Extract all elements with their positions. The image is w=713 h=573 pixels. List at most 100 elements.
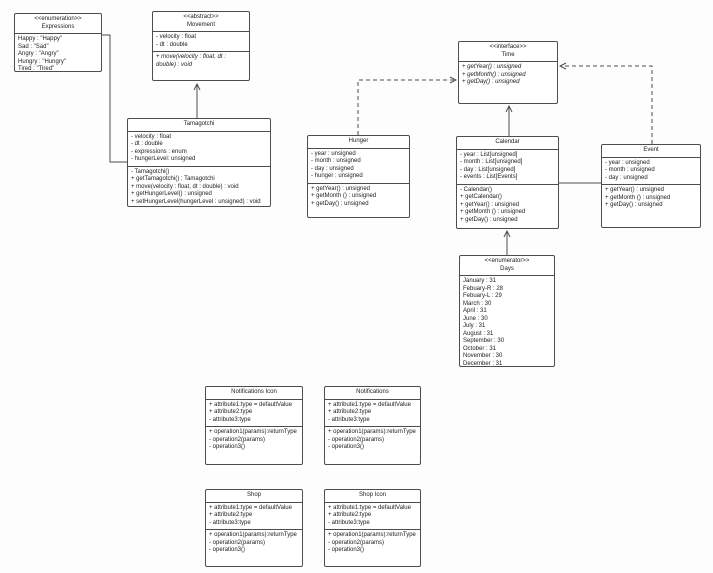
member-row: - day : unsigned — [311, 165, 354, 172]
class-box-notifications[interactable]: Notifications+ attribute1:type = default… — [324, 386, 421, 465]
class-header: Hunger — [308, 136, 409, 149]
member-row: + attribute2:type — [209, 409, 253, 415]
class-name: Tamagotchi — [183, 121, 215, 127]
member-row: September : 30 — [463, 338, 505, 344]
class-header: Shop Icon — [325, 490, 420, 503]
class-section: + attribute1:type = defaultValue+ attrib… — [325, 503, 420, 530]
member-row: + attribute1:type = defaultValue — [328, 504, 411, 511]
member-row: + getYear() : unsigned — [462, 64, 522, 70]
class-header: <<enumerator>>Days — [460, 256, 554, 276]
member-row: + getHungerLevel() : unsigned — [131, 191, 212, 197]
class-header: <<enumeration>>Expressions — [15, 14, 101, 34]
class-box-movement[interactable]: <<abstract>>Movement- velocity : float- … — [152, 11, 250, 81]
member-row: + getDay() : unsigned — [462, 79, 520, 85]
class-header: <<abstract>>Movement — [153, 12, 249, 32]
class-section: - Tamagotchi()+ getTamagotchi() : Tamago… — [128, 167, 270, 207]
class-section: + getYear() : unsigned+ getMonth() : uns… — [459, 62, 557, 103]
member-row: + getCalendar() — [460, 194, 502, 200]
member-row: Febuary-L : 29 — [463, 293, 502, 299]
class-box-shop-icon[interactable]: Shop Icon+ attribute1:type = defaultValu… — [324, 489, 421, 567]
class-box-time[interactable]: <<interface>>Time+ getYear() : unsigned+… — [458, 41, 558, 104]
class-section: + attribute1:type = defaultValue+ attrib… — [206, 400, 302, 427]
member-row: + getDay() : unsigned — [460, 216, 518, 223]
class-header: Shop — [206, 490, 302, 503]
class-header: Notifications Icon — [206, 387, 302, 400]
member-row: Sad : "Sad" — [18, 43, 49, 50]
member-row: + getYear() : unsigned — [460, 201, 519, 208]
class-header: Event — [602, 145, 700, 158]
member-row: - operation2(params) — [209, 436, 266, 443]
member-row: + attribute2:type — [209, 512, 253, 518]
class-box-tamagotchi[interactable]: Tamagotchi - velocity : float- dt : doubl… — [127, 118, 271, 207]
member-row: + attribute2:type — [328, 409, 372, 415]
class-header: Calendar — [457, 137, 558, 150]
class-section: + getYear() : unsigned+ getMonth () : un… — [308, 184, 409, 218]
member-row: January : 31 — [463, 278, 497, 284]
class-header: Notifications — [325, 387, 420, 400]
member-row: + move(velocity : float, dt : double) : … — [156, 54, 226, 68]
class-box-hunger[interactable]: Hunger- year : unsigned- month : unsigne… — [307, 135, 410, 218]
member-row: - events : List[Events] — [460, 174, 518, 180]
member-row: + setHungerLevel(hungerLevel : unsigned)… — [131, 198, 261, 205]
member-row: - hunger : unsigned — [311, 173, 363, 179]
class-section: + operation1(params):returnType- operati… — [206, 427, 302, 464]
member-row: - day : unsigned — [605, 174, 648, 181]
class-section: Happy : "Happy"Sad : "Sad"Angry : "Angry… — [15, 34, 101, 72]
class-section: - velocity : float- dt : double- express… — [128, 132, 270, 167]
member-row: Angry : "Angry" — [18, 51, 59, 57]
member-row: June : 30 — [463, 315, 488, 322]
class-stereotype: <<enumerator>> — [484, 258, 530, 264]
member-row: + move(velocity : float, dt : double) : … — [131, 183, 239, 190]
member-row: Hungry : "Hungry" — [18, 58, 66, 65]
member-row: - day : List[unsigned] — [460, 166, 516, 173]
class-section: - year : unsigned- month : unsigned- day… — [308, 149, 409, 184]
member-row: + operation1(params):returnType — [328, 429, 416, 435]
member-row: - month : List[unsigned] — [460, 159, 523, 165]
class-stereotype: <<interface>> — [489, 44, 527, 50]
member-row: + attribute1:type = defaultValue — [209, 504, 292, 511]
member-row: + attribute2:type — [328, 512, 372, 518]
class-box-calendar[interactable]: Calendar- year : List[unsigned]- month :… — [456, 136, 559, 229]
member-row: + getDay() : unsigned — [311, 200, 369, 207]
class-section: - year : unsigned- month : unsigned- day… — [602, 158, 700, 185]
member-row: - attribute3:type — [209, 416, 251, 423]
class-name: Event — [643, 147, 659, 153]
member-row: - attribute3:type — [328, 519, 370, 526]
class-box-notifications-icon[interactable]: Notifications Icon + attribute1:type = de… — [205, 386, 303, 465]
member-row: + operation1(params):returnType — [209, 532, 297, 538]
member-row: + getYear() : unsigned — [605, 187, 664, 193]
member-row: - year : unsigned — [605, 159, 650, 166]
class-box-event[interactable]: Event - year : unsigned- month : unsigned… — [601, 144, 701, 228]
connector-hunger-time[interactable] — [357, 80, 456, 135]
class-name: Calendar — [495, 139, 520, 145]
member-row: - operation2(params) — [209, 539, 266, 546]
member-row: + attribute1:type = defaultValue — [209, 401, 292, 408]
member-row: + getMonth () : unsigned — [605, 194, 671, 201]
class-name: Notifications Icon — [231, 389, 277, 395]
member-row: + operation1(params):returnType — [209, 429, 297, 435]
member-row: - month : unsigned — [605, 167, 655, 173]
member-row: - hungerLevel: unsigned — [131, 156, 196, 162]
member-row: July : 31 — [463, 323, 486, 329]
connector-event-time[interactable] — [560, 66, 653, 144]
member-row: + getMonth () : unsigned — [311, 193, 377, 199]
member-row: - operation3() — [209, 547, 246, 553]
class-box-shop[interactable]: Shop+ attribute1:type = defaultValue+ at… — [205, 489, 303, 567]
member-row: March : 30 — [463, 300, 492, 307]
connector-expressions-tamagotchi[interactable] — [102, 34, 127, 163]
member-row: October : 31 — [463, 345, 497, 352]
member-row: December : 31 — [463, 360, 503, 367]
member-row: + getYear() : unsigned — [311, 185, 370, 192]
member-row: Tired : "Tired" — [18, 66, 55, 72]
member-row: - operation2(params) — [328, 436, 385, 443]
class-name: Notifications — [356, 389, 389, 395]
class-section: + operation1(params):returnType- operati… — [325, 530, 420, 566]
member-row: August : 31 — [463, 330, 494, 337]
member-row: + getMonth() : unsigned — [462, 71, 526, 78]
class-stereotype: <<enumeration>> — [34, 16, 82, 22]
